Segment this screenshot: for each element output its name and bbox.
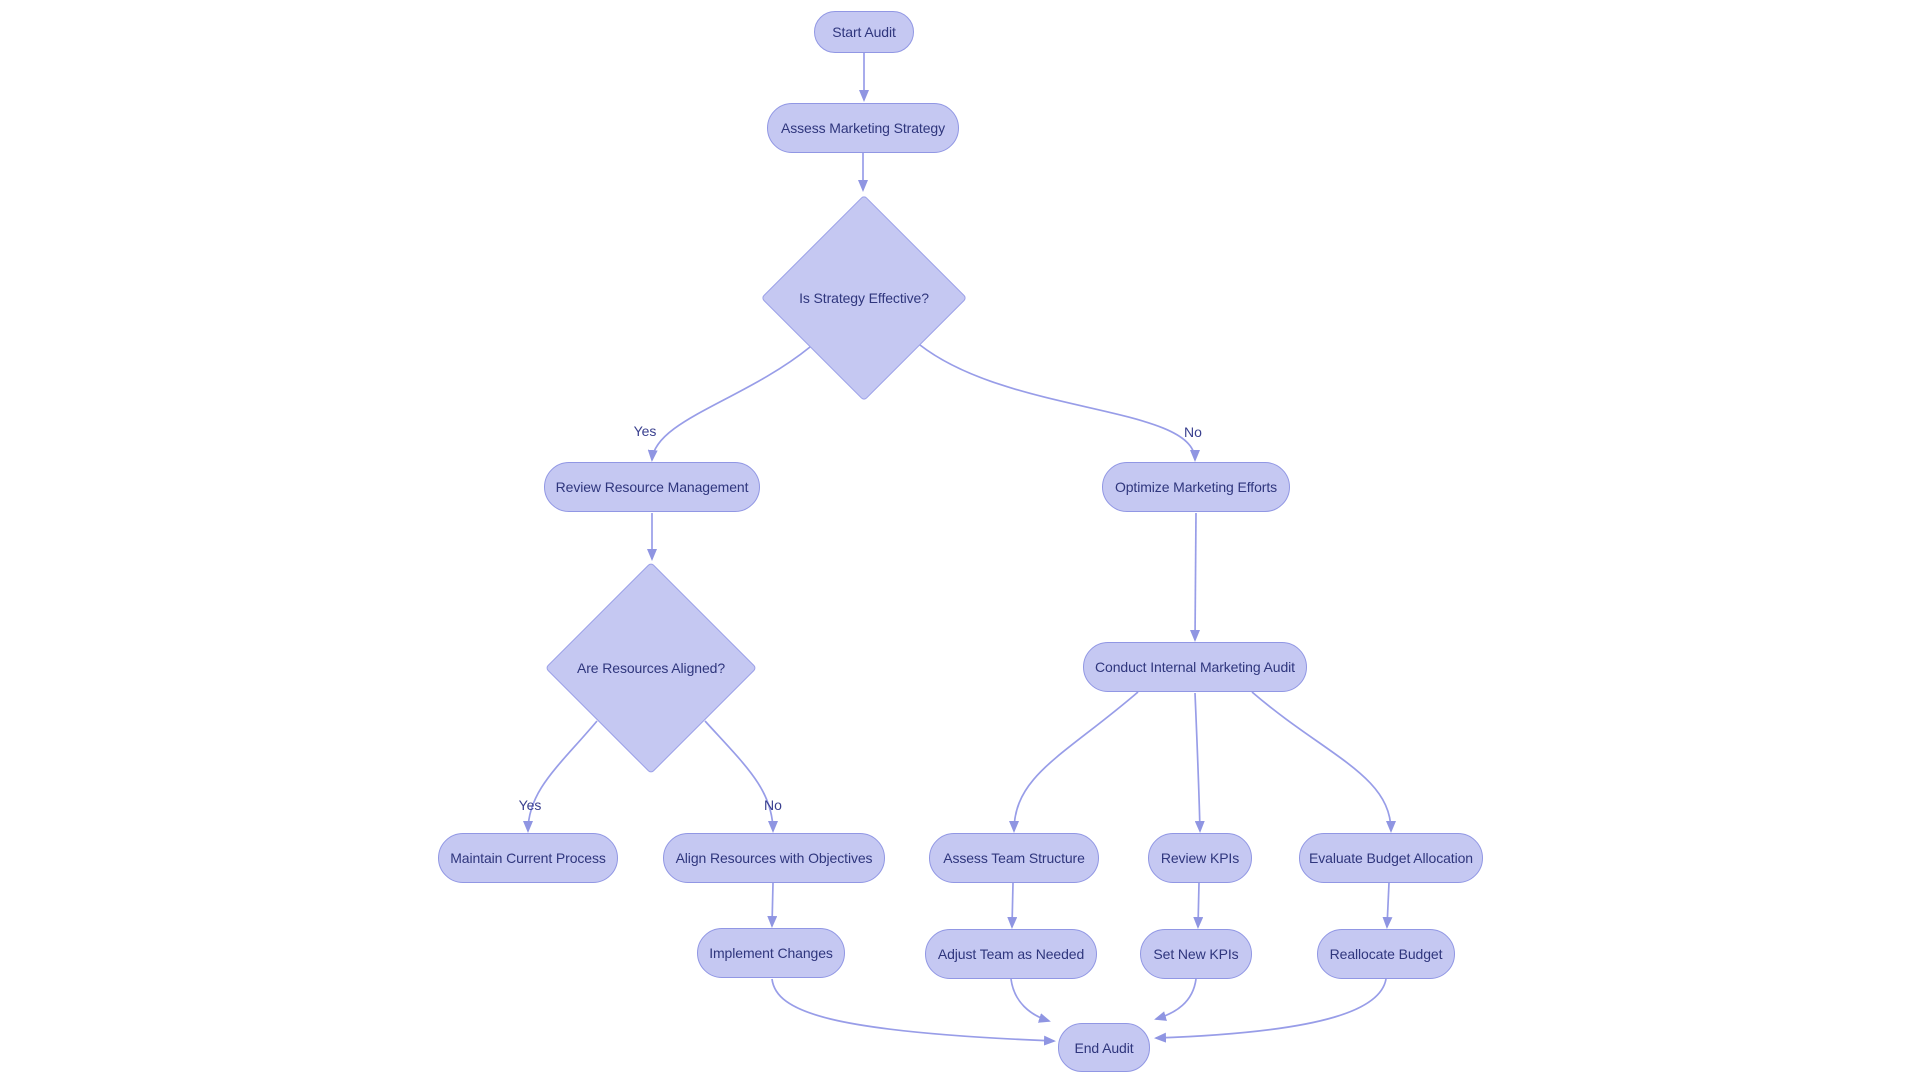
edge-set-kpis-to-end (1154, 978, 1197, 1021)
edge-label-decision1-yes: Yes (633, 423, 657, 439)
edge-adjust-to-end (1010, 978, 1051, 1023)
node-reallocate-budget: Reallocate Budget (1317, 929, 1455, 979)
node-review-kpis: Review KPIs (1148, 833, 1252, 883)
edge-decision1-no (919, 344, 1200, 462)
node-are-resources-aligned: Are Resources Aligned? (543, 561, 759, 775)
diamond-label: Are Resources Aligned? (577, 660, 725, 676)
edge-conduct-to-assess-team (1009, 691, 1139, 833)
edge-evaluate-to-reallocate (1382, 882, 1393, 929)
edge-label-decision2-no: No (764, 797, 782, 813)
edge-implement-to-end (771, 978, 1056, 1046)
node-assess-marketing-strategy: Assess Marketing Strategy (767, 103, 959, 153)
node-implement-changes: Implement Changes (697, 928, 845, 978)
node-align-resources-with-objectives: Align Resources with Objectives (663, 833, 885, 883)
node-optimize-marketing-efforts: Optimize Marketing Efforts (1102, 462, 1290, 512)
diamond-label: Is Strategy Effective? (799, 290, 929, 306)
edge-label-decision1-no: No (1184, 424, 1202, 440)
node-is-strategy-effective: Is Strategy Effective? (760, 193, 968, 403)
node-conduct-internal-marketing-audit: Conduct Internal Marketing Audit (1083, 642, 1307, 692)
node-assess-team-structure: Assess Team Structure (929, 833, 1099, 883)
edge-decision2-no (704, 720, 778, 833)
edge-label-decision2-yes: Yes (518, 797, 542, 813)
edge-optimize-to-conduct (1190, 512, 1201, 642)
edge-conduct-to-review-kpis (1194, 692, 1205, 833)
edge-decision1-yes (647, 346, 811, 462)
node-set-new-kpis: Set New KPIs (1140, 929, 1252, 979)
edge-review-kpis-to-set (1193, 882, 1204, 929)
edge-reallocate-to-end (1154, 978, 1387, 1043)
node-adjust-team-as-needed: Adjust Team as Needed (925, 929, 1097, 979)
edge-align-to-implement (767, 882, 778, 928)
edge-conduct-to-evaluate-budget (1251, 691, 1396, 833)
edge-decision2-yes (523, 720, 598, 833)
node-maintain-current-process: Maintain Current Process (438, 833, 618, 883)
node-evaluate-budget-allocation: Evaluate Budget Allocation (1299, 833, 1483, 883)
node-end-audit: End Audit (1058, 1023, 1150, 1072)
node-start-audit: Start Audit (814, 11, 914, 53)
node-review-resource-management: Review Resource Management (544, 462, 760, 512)
edge-assess-team-to-adjust (1007, 882, 1018, 929)
